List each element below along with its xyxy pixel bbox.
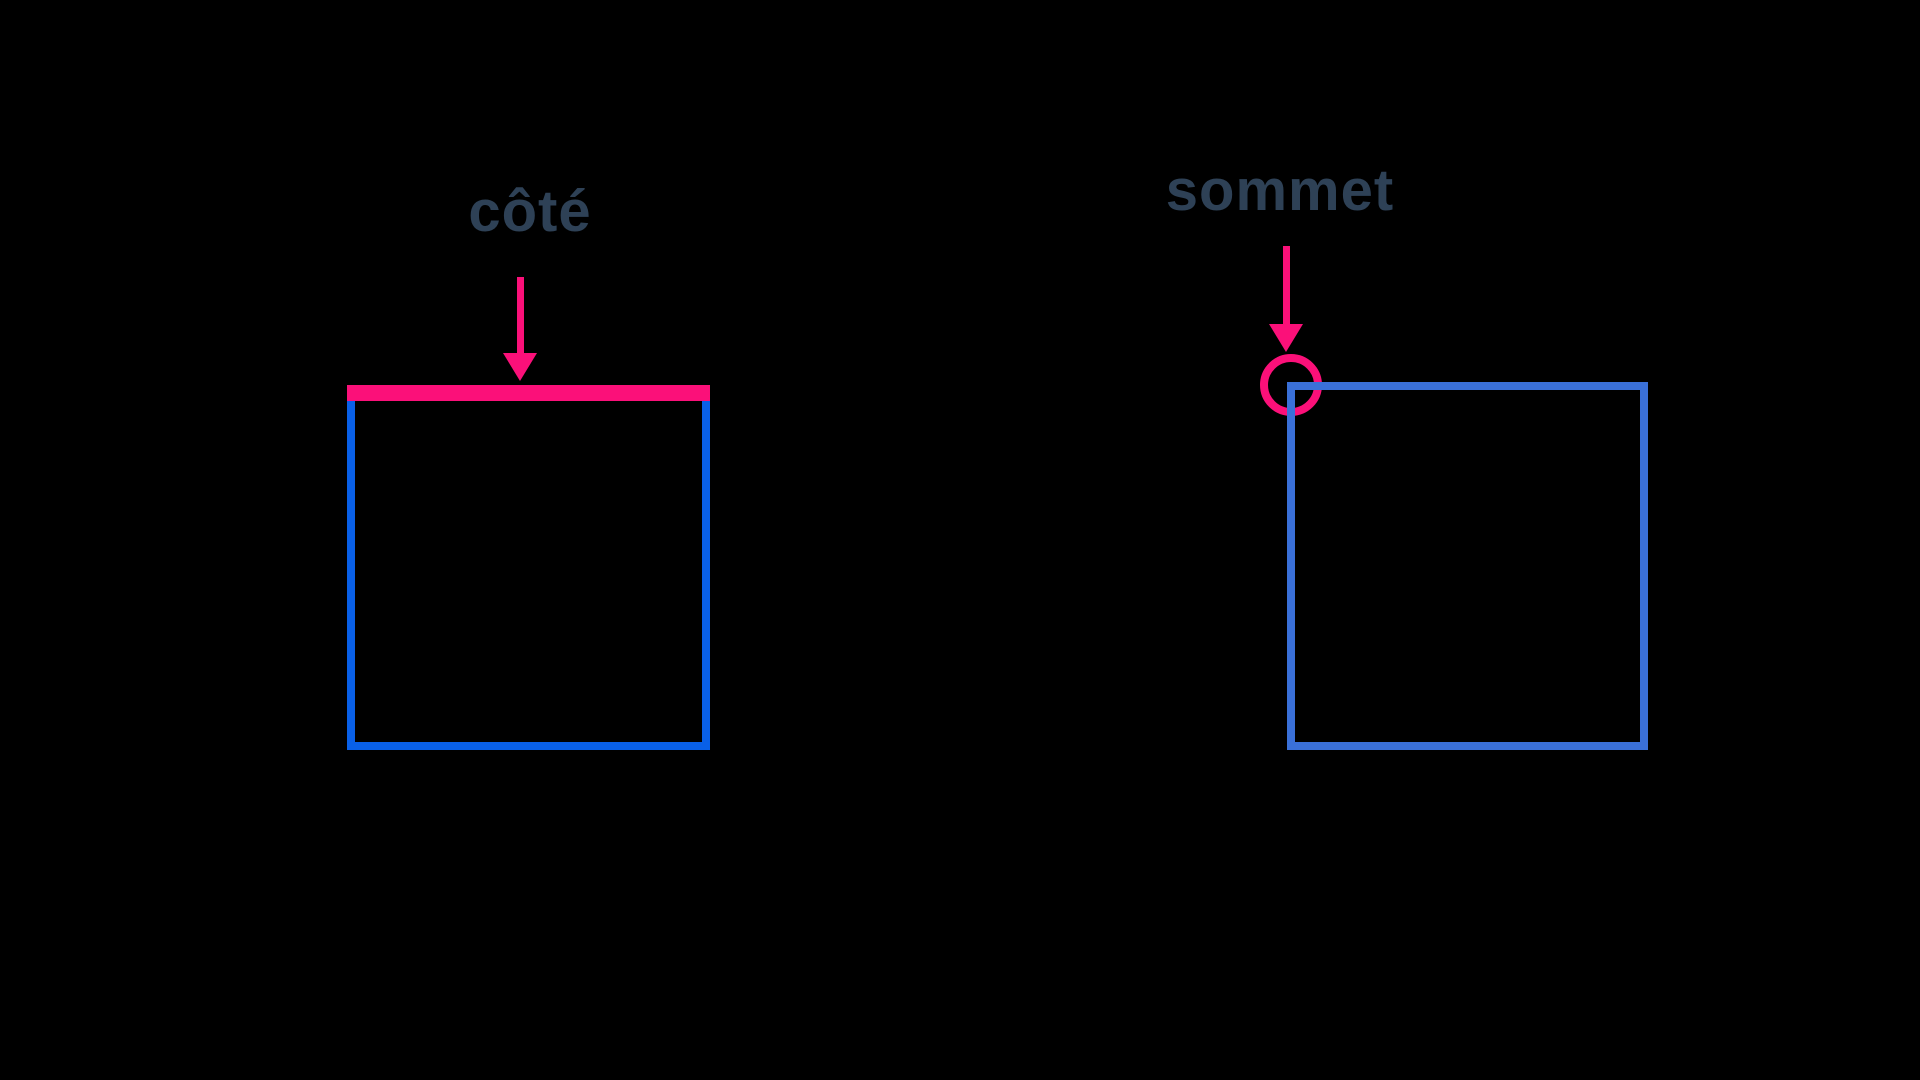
- arrow-down-head-icon: [1269, 324, 1303, 352]
- cote-label: côté: [468, 179, 592, 244]
- highlighted-side-segment: [347, 385, 710, 401]
- right-square-shape: [1287, 382, 1648, 750]
- sommet-label: sommet: [1165, 158, 1395, 223]
- left-square-shape: [347, 388, 710, 750]
- arrow-down-head-icon: [503, 353, 537, 381]
- arrow-down-icon: [517, 277, 524, 355]
- arrow-down-icon: [1283, 246, 1290, 326]
